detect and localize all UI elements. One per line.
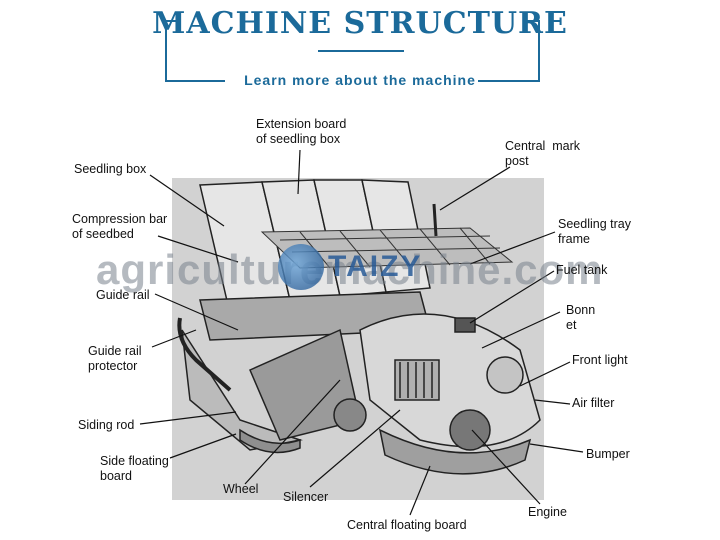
label-guide-rail: Guide rail	[96, 288, 150, 302]
watermark-text: agriculturemachine.com	[96, 246, 604, 293]
label-front-light: Front light	[572, 353, 628, 367]
title-underline	[318, 50, 404, 52]
page-title: MACHINE STRUCTURE	[152, 6, 568, 41]
frame-rule-bottom-right	[478, 80, 540, 82]
label-siding-rod: Siding rod	[78, 418, 135, 432]
label-wheel: Wheel	[223, 482, 259, 496]
chassis-illustration	[181, 291, 431, 451]
watermark-logo: TAIZY	[328, 250, 423, 283]
label-guide-rail-protector: Guide rail protector	[88, 344, 142, 373]
label-side-floating-board: Side floating board	[100, 454, 169, 483]
label-engine: Engine	[528, 505, 567, 519]
label-extension-board: Extension board of seedling box	[256, 117, 347, 146]
label-air-filter: Air filter	[572, 396, 615, 410]
label-compression-bar: Compression bar of seedbed	[72, 212, 168, 241]
floating-board-illustration	[239, 398, 532, 475]
frame-corner-top-left	[165, 20, 181, 82]
label-bumper: Bumper	[586, 447, 630, 461]
seedling-tray-frame-illustration	[260, 227, 514, 269]
label-fuel-tank: Fuel tank	[556, 263, 608, 277]
label-seedling-box: Seedling box	[74, 162, 147, 176]
frame-corner-top-right	[524, 20, 540, 82]
label-central-mark-post: Central mark post	[505, 139, 581, 168]
label-seedling-tray-frame: Seedling tray frame	[558, 217, 631, 246]
page-subtitle: Learn more about the machine	[244, 72, 476, 88]
label-central-floating-board: Central floating board	[347, 518, 467, 532]
globe-logo-icon	[278, 244, 324, 290]
leader-lines	[139, 149, 584, 516]
bonnet-illustration	[359, 313, 541, 448]
frame-rule-bottom-left	[165, 80, 225, 82]
guide-rail-illustration	[177, 317, 232, 392]
label-bonnet: Bonn et	[566, 303, 596, 332]
mark-post-illustration	[432, 203, 438, 237]
label-silencer: Silencer	[283, 490, 329, 504]
